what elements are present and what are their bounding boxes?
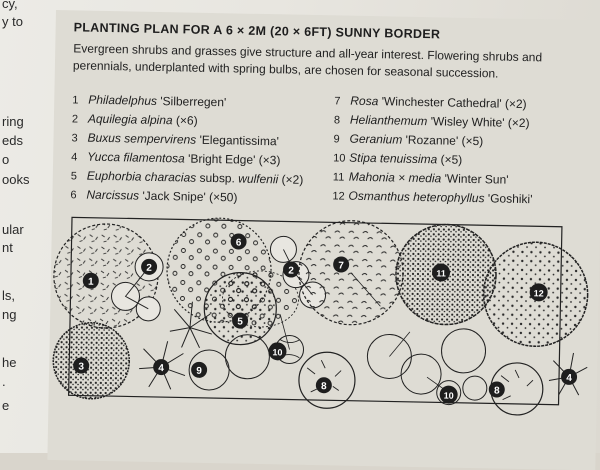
badge-2: 2: [141, 258, 158, 275]
margin-fragment: .: [2, 374, 6, 389]
book-page: cy, y to ring eds o ooks ular nt ls, ng …: [0, 0, 600, 453]
left-margin-text: cy, y to ring eds o ooks ular nt ls, ng …: [0, 0, 60, 453]
plant-list-left: 1 Philadelphus 'Silberregen' 2 Aquilegia a…: [70, 90, 305, 208]
plant-species: Yucca filamentosa: [87, 149, 185, 166]
margin-fragment: cy,: [2, 0, 18, 11]
svg-text:10: 10: [272, 347, 282, 357]
margin-fragment: ular: [2, 222, 24, 237]
plant-number: 1: [72, 94, 79, 107]
plant-species: Buxus sempervirens: [87, 130, 197, 147]
badge-12: 12: [529, 283, 548, 302]
plant-number: 7: [334, 95, 341, 108]
plant-detail: (×2): [278, 172, 304, 187]
margin-fragment: y to: [2, 14, 23, 29]
plant-subspecies: wulfenii: [238, 171, 279, 187]
plant-number: 11: [332, 171, 345, 184]
planting-plan-diagram: 1 2 6 2 7 11 12 3 4 9 5 10 8 10 8 4: [52, 216, 589, 416]
badge-8: 8: [315, 377, 332, 394]
plant-detail: (×6): [172, 113, 198, 128]
plant-detail: 'Winter Sun': [441, 171, 509, 187]
plan-intro: Evergreen shrubs and grasses give struct…: [72, 41, 543, 81]
plant-detail: 'Winchester Cathedral' (×2): [378, 94, 527, 112]
badge-6: 6: [230, 233, 247, 250]
plant-detail: 'Elegantissima': [196, 132, 279, 149]
margin-fragment: ooks: [2, 172, 30, 187]
plant-list-right: 7 Rosa 'Winchester Cathedral' (×2) 8 Helia…: [332, 91, 534, 209]
plant-9-geranium-left: [188, 334, 270, 391]
plant-number: 9: [333, 133, 340, 146]
margin-fragment: eds: [2, 133, 23, 148]
svg-text:12: 12: [534, 288, 544, 298]
plant-number: 2: [71, 113, 79, 126]
svg-text:2: 2: [146, 263, 152, 274]
plant-10-stipa-right: [436, 375, 488, 406]
plant-species: Geranium: [349, 131, 403, 147]
plant-detail: 'Silberregen': [156, 93, 227, 110]
plant-number: 8: [333, 114, 341, 127]
svg-text:1: 1: [88, 277, 94, 288]
plant-9-geranium-middle: [366, 328, 487, 395]
margin-fragment: ring: [2, 114, 24, 129]
plant-number: 4: [71, 151, 78, 164]
plan-title: PLANTING PLAN FOR A 6 × 2M (20 × 6FT) SU…: [73, 20, 441, 42]
svg-text:8: 8: [321, 381, 327, 392]
plan-label-badges: 1 2 6 2 7 11 12 3 4 9 5 10 8 10 8 4: [73, 233, 578, 404]
margin-fragment: he: [2, 355, 17, 370]
plant-species: Rosa: [350, 93, 379, 109]
svg-text:6: 6: [236, 237, 242, 248]
badge-11: 11: [432, 263, 451, 282]
plant-species: Helianthemum: [349, 112, 428, 129]
planting-plan-box: PLANTING PLAN FOR A 6 × 2M (20 × 6FT) SU…: [47, 10, 600, 470]
svg-text:8: 8: [494, 385, 500, 396]
svg-text:3: 3: [78, 361, 84, 372]
plant-detail: (×5): [437, 152, 463, 167]
svg-text:11: 11: [436, 268, 446, 278]
badge-10: 10: [268, 342, 287, 361]
plant-species: Stipa tenuissima: [349, 150, 438, 167]
plant-species: Aquilegia alpina: [87, 111, 173, 128]
plant-detail: 'Rozanne' (×5): [402, 132, 484, 149]
svg-text:2: 2: [288, 266, 294, 277]
plant-number: 10: [333, 152, 346, 165]
svg-text:9: 9: [196, 366, 202, 377]
badge-10b: 10: [439, 385, 458, 404]
plant-species: Philadelphus: [88, 92, 158, 108]
margin-fragment: o: [2, 152, 10, 167]
plant-number: 5: [70, 170, 78, 183]
badge-1: 1: [82, 272, 99, 289]
svg-text:10: 10: [444, 391, 454, 401]
badge-3: 3: [73, 357, 90, 374]
margin-fragment: nt: [2, 240, 13, 255]
badge-8b: 8: [488, 381, 505, 398]
badge-9: 9: [191, 361, 208, 378]
margin-fragment: e: [2, 398, 10, 413]
plant-5-euphorbia: [203, 271, 277, 346]
badge-7: 7: [333, 256, 350, 273]
badge-4: 4: [153, 359, 170, 376]
badge-2b: 2: [283, 261, 300, 278]
plant-detail: subsp.: [196, 170, 239, 186]
svg-text:4: 4: [566, 373, 572, 384]
plant-3-buxus: [52, 321, 131, 400]
plant-4-yucca-right: [548, 352, 588, 396]
margin-fragment: ng: [2, 307, 17, 322]
plant-detail: 'Bright Edge' (×3): [184, 151, 281, 168]
plant-4-yucca-left: [139, 301, 212, 390]
plant-species: Euphorbia characias: [86, 168, 197, 185]
plant-detail: 'Wisley White' (×2): [427, 114, 530, 131]
svg-text:5: 5: [237, 317, 243, 328]
svg-text:7: 7: [338, 260, 344, 271]
badge-4b: 4: [561, 368, 578, 385]
svg-text:4: 4: [158, 363, 164, 374]
plant-species: Mahonia × media: [348, 169, 442, 186]
plant-8-helianthemum-left: [298, 351, 356, 409]
margin-fragment: ls,: [2, 288, 15, 303]
plant-number: 3: [71, 132, 78, 145]
badge-5: 5: [232, 312, 249, 329]
